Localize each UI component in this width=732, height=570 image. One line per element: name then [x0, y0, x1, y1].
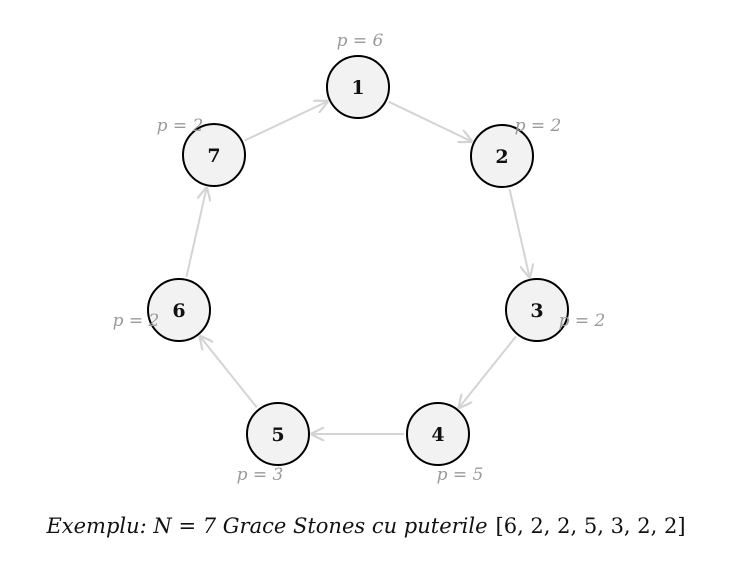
edge-3-to-4 — [459, 335, 517, 408]
caption-power-list: [6, 2, 2, 5, 3, 2, 2] — [496, 514, 686, 538]
caption-text: Exemplu: N = 7 Grace Stones cu puterile — [45, 514, 487, 538]
node-circle — [470, 124, 534, 188]
edge-7-to-1 — [244, 102, 328, 142]
node-id: 5 — [271, 424, 284, 446]
edge-2-to-3 — [508, 188, 530, 277]
stone-node-5: 5 — [246, 402, 310, 466]
node-circle — [246, 402, 310, 466]
power-label-3: p = 2 — [559, 311, 606, 331]
stone-node-4: 4 — [406, 402, 470, 466]
power-label-7: p = 2 — [157, 116, 204, 136]
node-circle — [147, 278, 211, 342]
stone-node-1: 1 — [326, 55, 390, 119]
node-circle — [406, 402, 470, 466]
node-id: 1 — [351, 77, 364, 99]
stone-node-3: 3 — [505, 278, 569, 342]
node-id: 6 — [172, 300, 185, 322]
node-id: 2 — [495, 146, 508, 168]
edge-6-to-7 — [185, 188, 206, 278]
stone-node-7: 7 — [182, 123, 246, 187]
node-circle — [505, 278, 569, 342]
power-label-2: p = 2 — [515, 116, 562, 136]
caption: Exemplu: N = 7 Grace Stones cu puterile [… — [45, 514, 685, 538]
stone-node-2: 2 — [470, 124, 534, 188]
power-label-5: p = 3 — [237, 465, 284, 485]
node-id: 3 — [530, 300, 543, 322]
power-label-1: p = 6 — [337, 31, 384, 51]
stone-node-6: 6 — [147, 278, 211, 342]
node-circle — [326, 55, 390, 119]
node-id: 4 — [431, 424, 444, 446]
power-label-6: p = 2 — [113, 311, 160, 331]
node-id: 7 — [207, 145, 220, 167]
node-circle — [182, 123, 246, 187]
power-label-4: p = 5 — [437, 465, 484, 485]
edge-1-to-2 — [388, 100, 472, 142]
edge-5-to-6 — [200, 337, 258, 409]
